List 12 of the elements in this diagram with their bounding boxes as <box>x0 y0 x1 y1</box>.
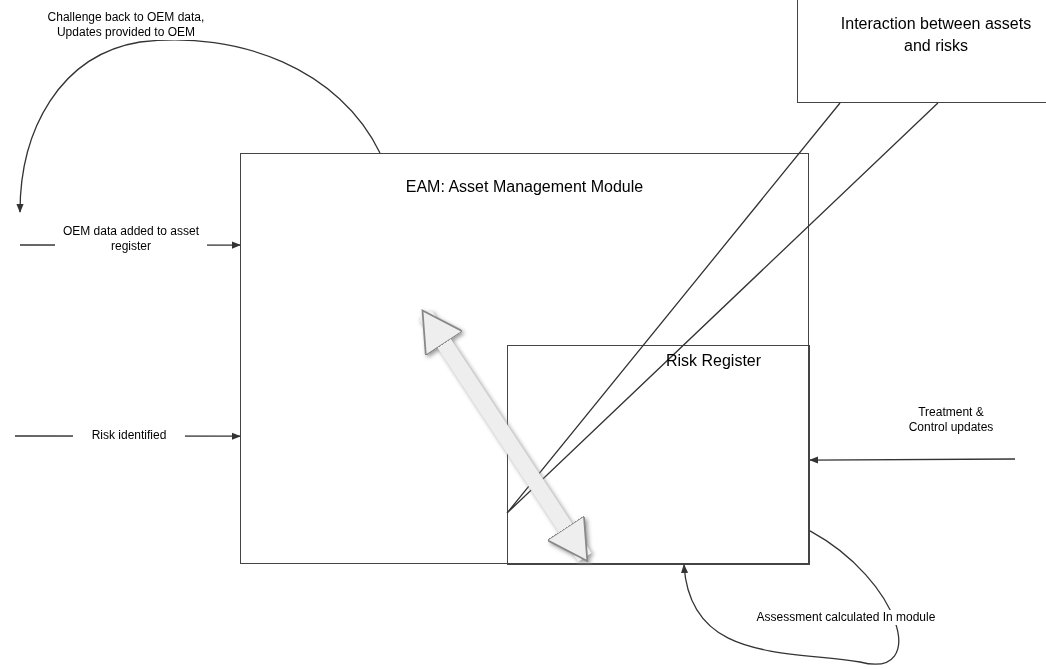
callout-text: Interaction between assets and risks <box>839 14 1033 56</box>
register-box <box>507 345 810 565</box>
module-box <box>240 153 809 564</box>
module-title: EAM: Asset Management Module <box>404 177 645 197</box>
callout-box <box>797 0 1046 103</box>
edge-label: OEM data added to asset register <box>55 224 207 254</box>
double-arrow <box>418 309 592 562</box>
arrow <box>16 39 381 213</box>
arrow <box>681 530 899 665</box>
register-title: Risk Register <box>664 351 763 371</box>
edge-label: Challenge back to OEM data, Updates provided to OEM <box>45 10 207 40</box>
arrow <box>809 456 1016 464</box>
